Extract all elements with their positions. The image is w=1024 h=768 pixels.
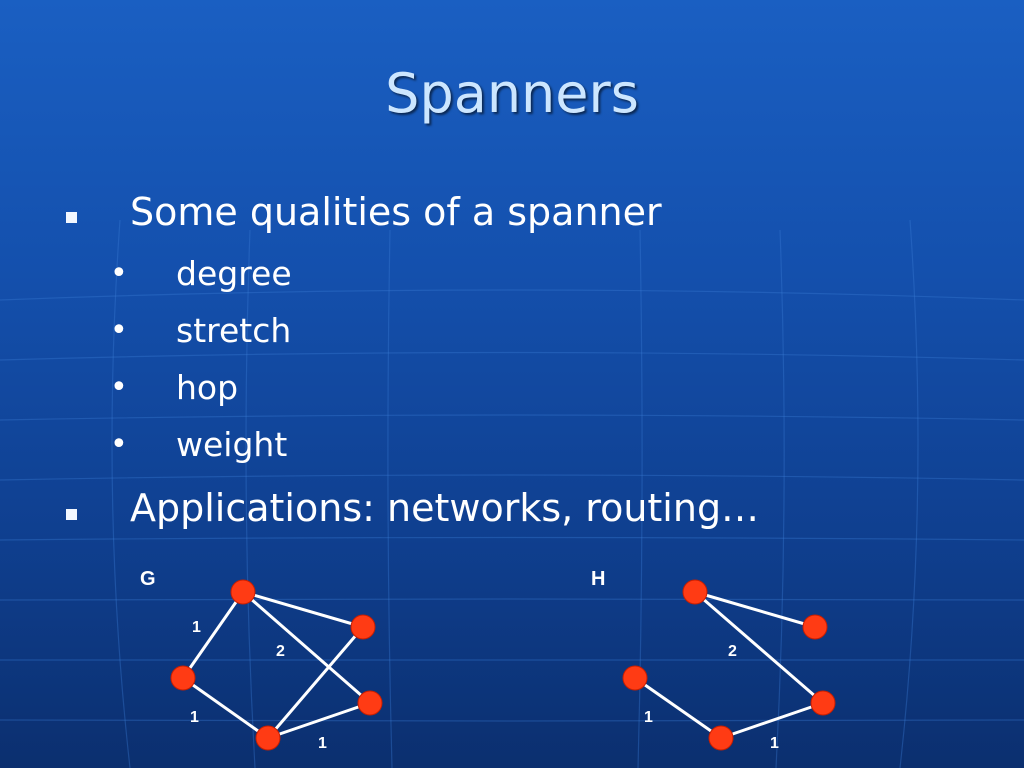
- slide-title: Spanners: [385, 62, 639, 125]
- node-h-c: [810, 690, 836, 716]
- node-g-d: [170, 665, 196, 691]
- graph-g-label: G: [140, 568, 156, 590]
- node-h-a: [682, 579, 708, 605]
- edge-weight-label: 1: [190, 709, 199, 726]
- node-g-b: [350, 614, 376, 640]
- square-bullet-icon: [66, 509, 77, 520]
- edge-weight-label: 2: [728, 643, 737, 660]
- node-g-a: [230, 579, 256, 605]
- sub-bullet-degree: degree: [176, 254, 292, 293]
- edge-g-e-b: [266, 625, 365, 740]
- edge-g-e-c: [266, 701, 372, 740]
- dot-bullet-icon: •: [110, 370, 128, 405]
- edge-h-e-c: [719, 701, 825, 740]
- graph-g: G 1 2 1 1: [140, 568, 383, 752]
- graph-h: H 2 1 1: [591, 568, 836, 752]
- node-h-b: [802, 614, 828, 640]
- edge-weight-label: 1: [644, 709, 653, 726]
- dot-bullet-icon: •: [110, 427, 128, 462]
- edge-h-d-e: [633, 676, 723, 740]
- edge-weight-label: 1: [192, 619, 201, 636]
- edge-h-a-c: [693, 590, 825, 705]
- dot-bullet-icon: •: [110, 313, 128, 348]
- graph-h-label: H: [591, 568, 605, 590]
- bullet-applications: Applications: networks, routing…: [130, 486, 760, 530]
- edge-g-a-d: [181, 590, 245, 680]
- node-g-c: [357, 690, 383, 716]
- node-h-d: [622, 665, 648, 691]
- edge-weight-label: 1: [318, 735, 327, 752]
- node-g-e: [255, 725, 281, 751]
- edge-weight-label: 2: [276, 643, 285, 660]
- edge-g-a-c: [241, 590, 372, 705]
- edge-g-a-b: [241, 590, 365, 629]
- node-h-e: [708, 725, 734, 751]
- edge-g-d-e: [181, 676, 270, 740]
- square-bullet-icon: [66, 212, 77, 223]
- bullet-qualities: Some qualities of a spanner: [130, 190, 662, 234]
- edge-h-a-b: [693, 590, 817, 629]
- sub-bullet-weight: weight: [176, 425, 288, 464]
- sub-bullet-stretch: stretch: [176, 311, 292, 350]
- dot-bullet-icon: •: [110, 256, 128, 291]
- edge-weight-label: 1: [770, 735, 779, 752]
- sub-bullet-hop: hop: [176, 368, 239, 407]
